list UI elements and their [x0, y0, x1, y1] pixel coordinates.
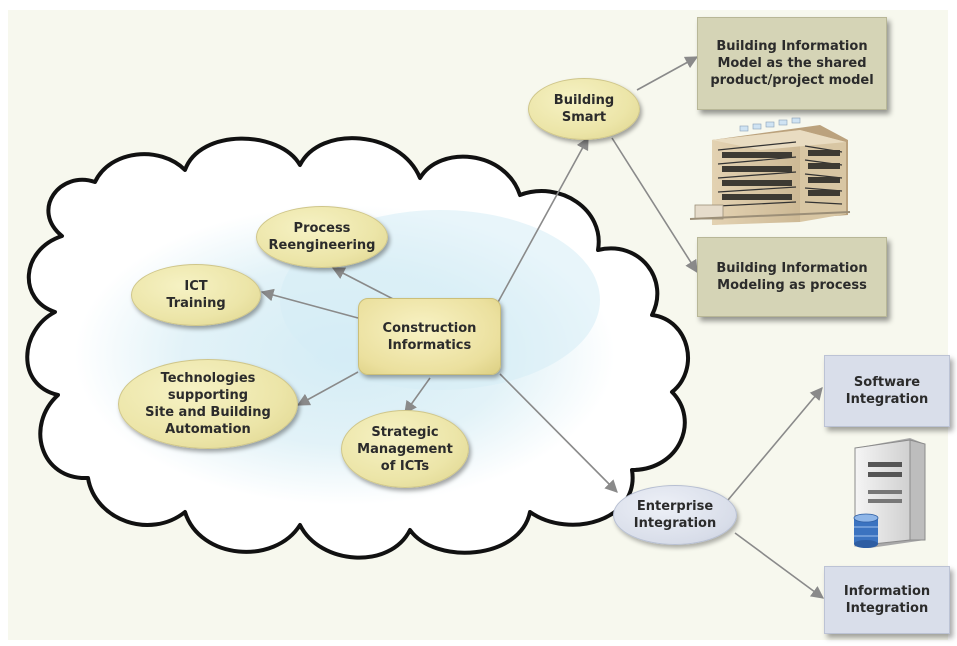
arrow-to-bim-model: [636, 56, 699, 91]
software-integration-box: Software Integration: [824, 355, 950, 427]
server-database-icon: [853, 438, 926, 548]
ict-training-node: ICT Training: [131, 264, 261, 326]
arrow-to-software-integration: [727, 387, 823, 501]
bim-process-box: Building Information Modeling as process: [697, 237, 887, 317]
construction-informatics-node: Construction Informatics: [358, 298, 501, 375]
technologies-automation-node: Technologies supporting Site and Buildin…: [118, 359, 298, 449]
information-integration-box: Information Integration: [824, 566, 950, 634]
office-building-icon: [689, 117, 851, 225]
arrow-to-enterprise-integration: [499, 373, 618, 493]
arrow-to-building-smart: [496, 136, 589, 305]
strategic-management-node: Strategic Management of ICTs: [341, 410, 469, 488]
bim-model-box: Building Information Model as the shared…: [697, 17, 887, 110]
process-reengineering-node: Process Reengineering: [256, 206, 388, 268]
arrow-to-ict-training: [260, 288, 359, 319]
arrow-to-process-reengineering: [331, 267, 396, 301]
arrow-to-strategic-management: [404, 377, 431, 415]
enterprise-integration-node: Enterprise Integration: [613, 485, 737, 545]
arrow-to-information-integration: [734, 532, 825, 599]
arrow-to-bim-process: [611, 137, 698, 274]
building-smart-node: Building Smart: [528, 78, 640, 140]
arrow-to-technologies: [296, 371, 359, 406]
